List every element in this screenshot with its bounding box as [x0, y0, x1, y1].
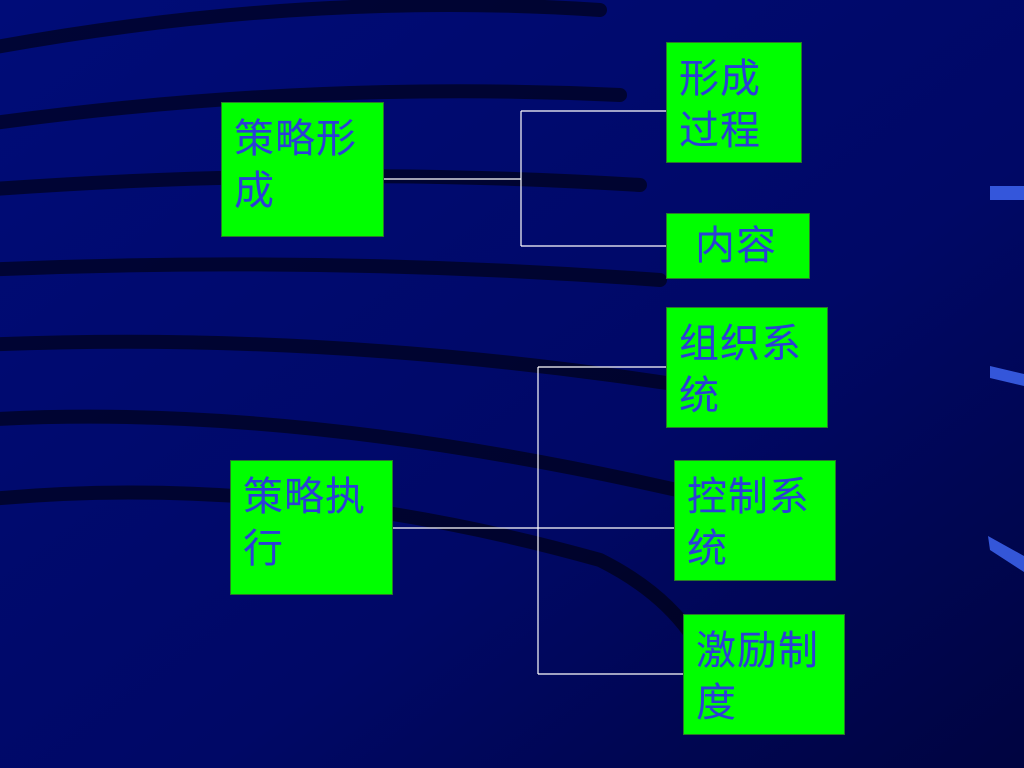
node-incentive-system: 激励制度	[683, 614, 845, 735]
node-formation-process-label: 形成过程	[679, 56, 761, 154]
node-formation-process: 形成过程	[666, 42, 802, 163]
node-strategy-execution: 策略执行	[230, 460, 393, 595]
node-strategy-execution-label: 策略执行	[243, 474, 366, 572]
node-formation-content: 内容	[666, 213, 810, 279]
node-org-system-label: 组织系统	[679, 321, 802, 419]
node-incentive-system-label: 激励制度	[696, 628, 819, 726]
node-strategy-formation-label: 策略形成	[234, 116, 357, 214]
node-strategy-formation: 策略形成	[221, 102, 384, 237]
node-org-system: 组织系统	[666, 307, 828, 428]
node-control-system: 控制系统	[674, 460, 836, 581]
node-formation-content-label: 内容	[695, 223, 777, 269]
node-control-system-label: 控制系统	[687, 474, 810, 572]
